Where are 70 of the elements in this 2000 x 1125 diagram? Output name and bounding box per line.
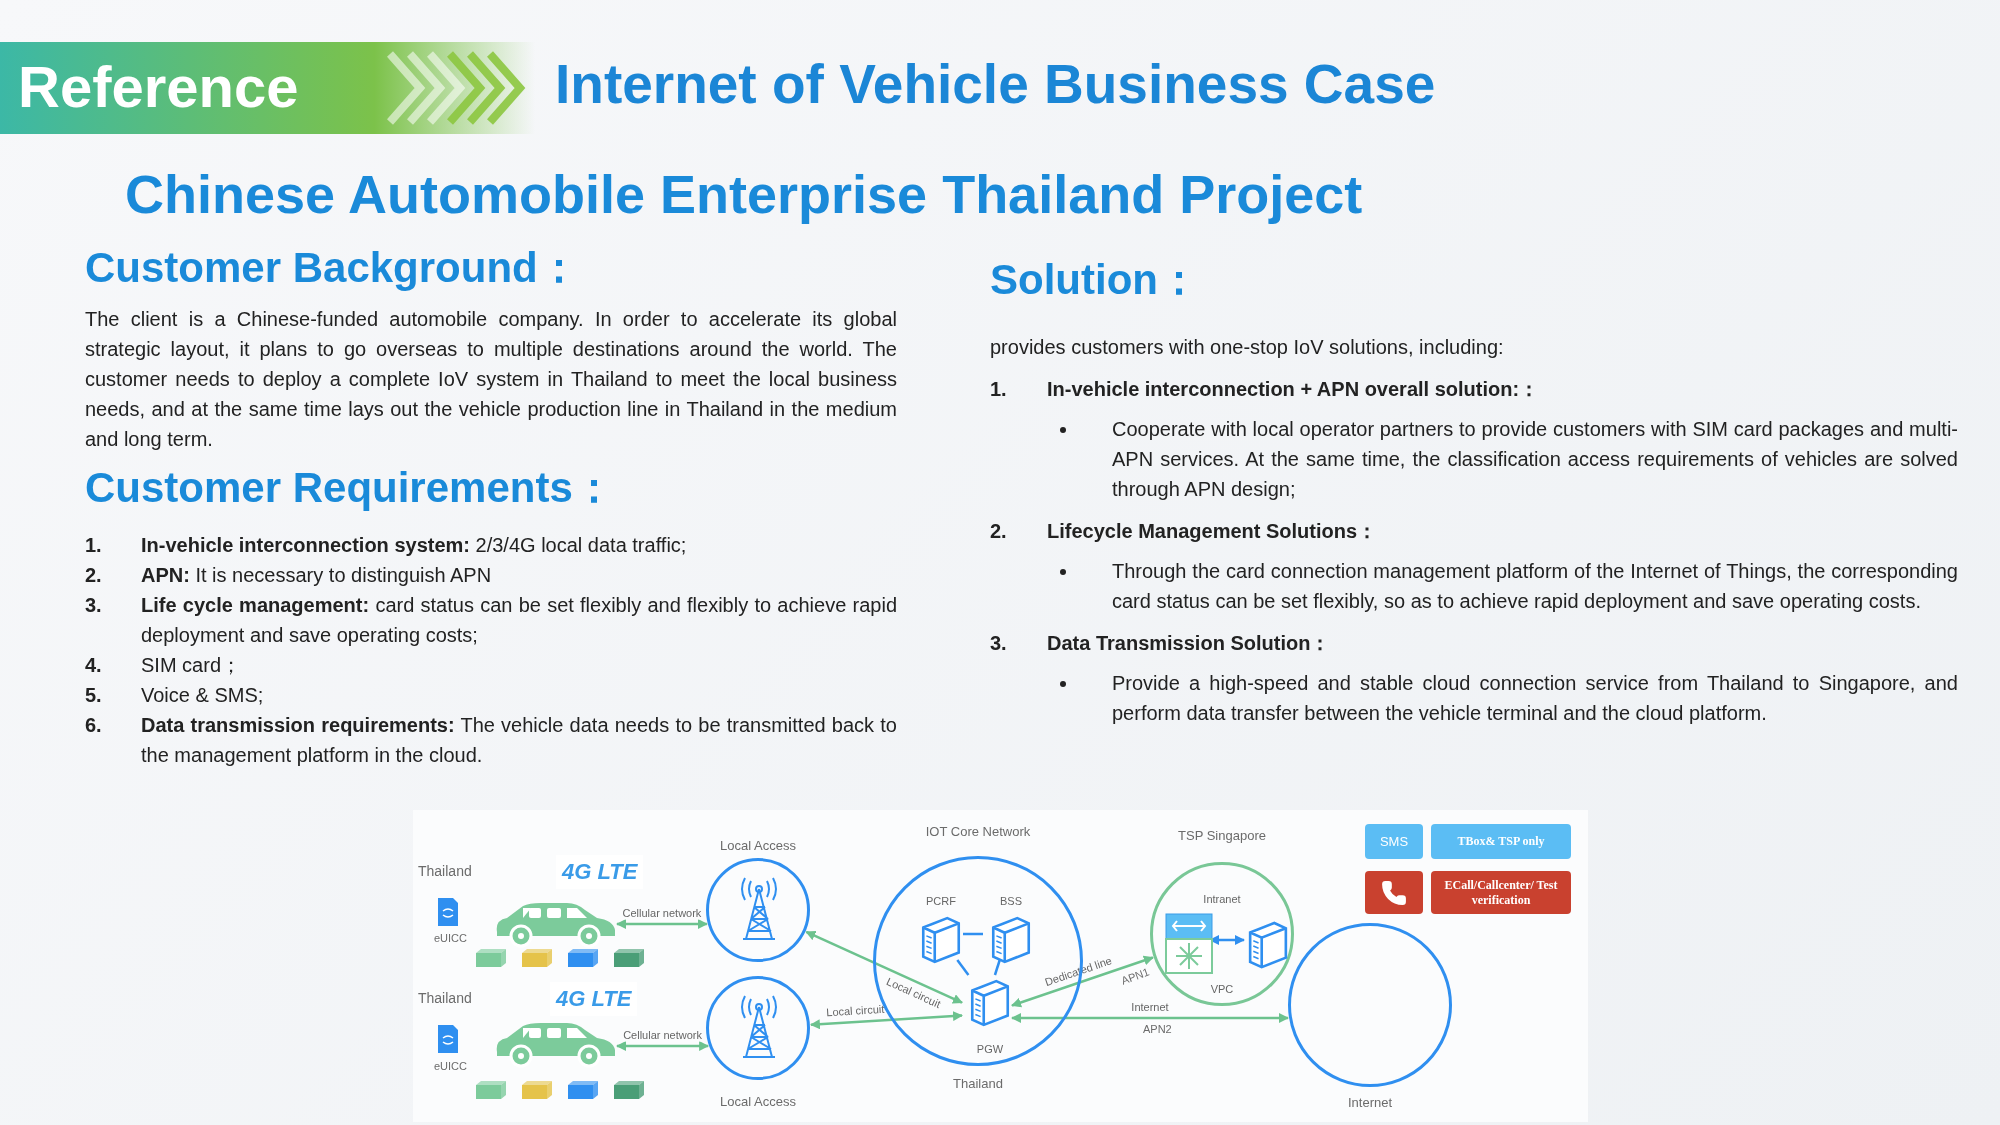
list-number: 3.: [85, 593, 103, 618]
edge-label: Cellular network: [621, 1028, 704, 1042]
section-heading: Customer Requirements：: [85, 463, 616, 513]
service-tag: SMS: [1365, 824, 1423, 859]
list-item: Data Transmission Solution：: [1047, 631, 1332, 656]
phone-tile: [1365, 871, 1423, 914]
connector-arrow: [616, 919, 708, 929]
paragraph: provides customers with one-stop IoV solutions, including:: [990, 335, 1505, 360]
list-item: SIM card；: [141, 653, 243, 678]
network-badge: 4G LTE: [550, 982, 638, 1016]
region-label: TSP Singapore: [1177, 828, 1267, 844]
region-label: eUICC: [434, 1060, 467, 1074]
region-label: Internet: [1346, 1095, 1394, 1111]
node-label: PGW: [975, 1043, 1005, 1056]
region-label: Local Access: [719, 1094, 797, 1110]
service-tag: ECall/Callcenter/ Test verification: [1431, 871, 1571, 914]
network-circle: [1288, 923, 1452, 1087]
edge-label: Internet: [1129, 1000, 1171, 1014]
list-number: 3.: [990, 631, 1008, 656]
list-number: 1.: [990, 377, 1008, 402]
connector-line: [963, 932, 983, 936]
region-label: APN1: [1119, 965, 1152, 988]
connector-arrow: [805, 930, 963, 1004]
region-label: Thailand: [952, 1076, 1004, 1092]
section-heading: Customer Background：: [85, 243, 581, 293]
network-circle: [706, 858, 810, 962]
list-number: 5.: [85, 683, 103, 708]
list-number: 6.: [85, 713, 103, 738]
region-label: Local Access: [719, 838, 797, 854]
page-title: Internet of Vehicle Business Case: [555, 52, 1436, 117]
list-item: APN: It is necessary to distinguish APN: [141, 563, 493, 588]
list-number: 1.: [85, 533, 103, 558]
list-item: Data transmission requirements: The vehicle data needs to be transmitted back to the management platform in the cloud.: [141, 713, 897, 768]
connector-arrow: [809, 1011, 963, 1030]
bullet-text: Through the card connection management platform of the Internet of Things, the corresponding card status can be set flexibly, so as to achieve rapid deployment and save operating costs.: [1112, 559, 1958, 614]
region-label: IOT Core Network: [924, 824, 1032, 840]
list-item: Lifecycle Management Solutions：: [1047, 519, 1379, 544]
node-label: Intranet: [1202, 893, 1242, 906]
section-heading: Solution：: [990, 255, 1201, 305]
node-label: VPC: [1209, 983, 1235, 996]
edge-label: Cellular network: [620, 906, 704, 920]
connector-arrow: [1011, 955, 1154, 1008]
region-label: Thailand: [418, 863, 472, 880]
region-label: eUICC: [434, 932, 467, 946]
list-number: 4.: [85, 653, 103, 678]
connector-arrow: [616, 1041, 710, 1051]
list-item: In-vehicle interconnection + APN overall solution:：: [1047, 377, 1541, 402]
section-tag: Reference: [18, 52, 299, 122]
list-number: 2.: [85, 563, 103, 588]
bullet-text: Cooperate with local operator partners to provide customers with SIM card packages and multi-APN services. At the same time, the classification access requirements of vehicles are solved through APN design;: [1112, 417, 1958, 502]
region-label: APN2: [1143, 1023, 1172, 1037]
node-label: PCRF: [925, 895, 957, 908]
network-badge: 4G LTE: [556, 855, 644, 889]
firewall-icon: [1165, 913, 1213, 974]
connector-line: [956, 959, 970, 976]
service-tag: TBox& TSP only: [1431, 824, 1571, 859]
region-label: Thailand: [418, 990, 472, 1007]
connector-line: [993, 959, 1001, 976]
bullet-text: Provide a high-speed and stable cloud connection service from Thailand to Singapore, and perform data transfer between the vehicle terminal and the cloud platform.: [1112, 671, 1958, 726]
connector-arrow: [1011, 1013, 1289, 1023]
subtitle: Chinese Automobile Enterprise Thailand Project: [125, 163, 1363, 226]
list-item: Voice & SMS;: [141, 683, 265, 708]
list-item: In-vehicle interconnection system: 2/3/4G local data traffic;: [141, 533, 688, 558]
node-label: BSS: [999, 895, 1023, 908]
server-icon: [1247, 919, 1289, 969]
list-number: 2.: [990, 519, 1008, 544]
list-item: Life cycle management: card status can be set flexibly and flexibly to achieve rapid deployment and save operating costs;: [141, 593, 897, 648]
paragraph: The client is a Chinese-funded automobile company. In order to accelerate its global strategic layout, it plans to go overseas to multiple destinations around the world. The customer needs to deploy a complete IoV system in Thailand to meet the local business needs, and at the same time lays out the vehicle production line in Thailand in the medium and long term.: [85, 307, 897, 452]
network-circle: [706, 976, 810, 1080]
edge-label: Local circuit: [824, 1002, 887, 1020]
